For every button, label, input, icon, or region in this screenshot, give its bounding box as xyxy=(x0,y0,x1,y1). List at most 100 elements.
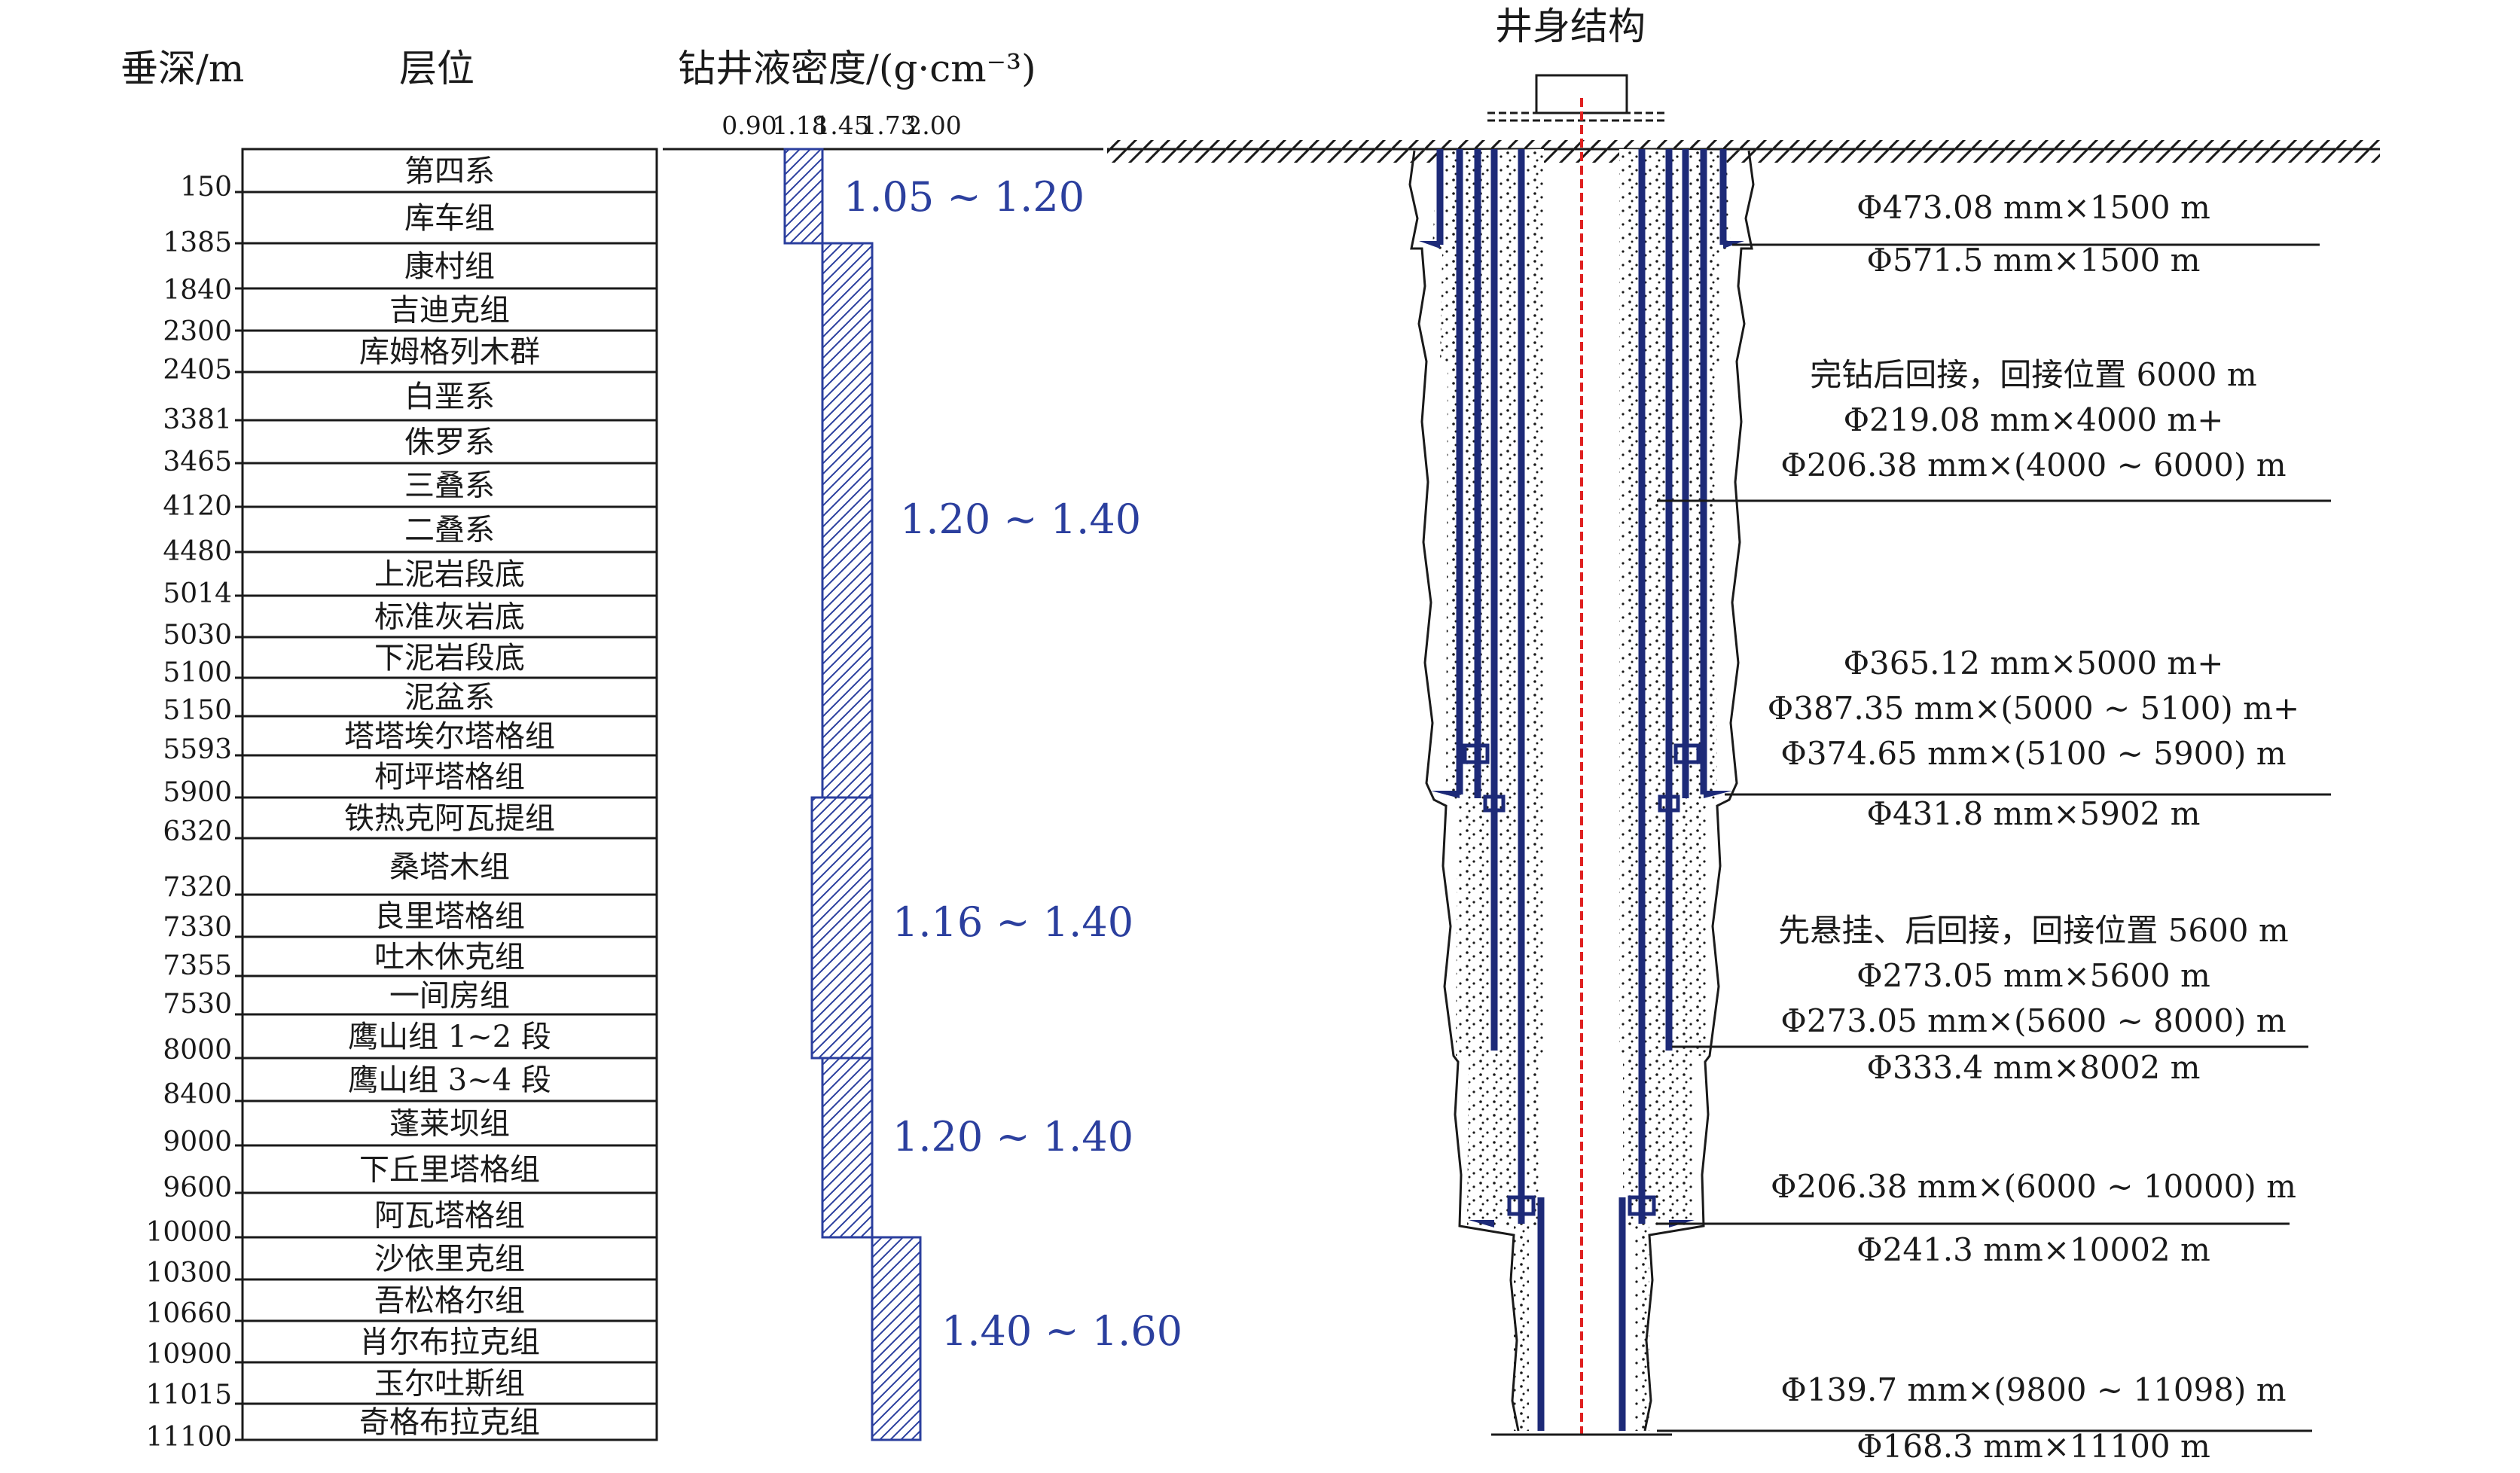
stratum-cell xyxy=(241,191,658,245)
stratum-name: 下丘里塔格组 xyxy=(359,1153,540,1188)
casing-note: Φ374.65 mm×(5100 ~ 5900) m xyxy=(1780,735,2286,772)
stratum-name: 桑塔木组 xyxy=(389,850,510,885)
stratum-cell xyxy=(241,148,658,194)
stratum-name: 玉尔吐斯组 xyxy=(374,1367,525,1401)
stratum-cell xyxy=(241,935,658,977)
well-structure xyxy=(1107,74,2380,1436)
casing-note: Φ241.3 mm×10002 m xyxy=(1856,1231,2210,1268)
depth-label: 5150 xyxy=(163,695,232,726)
depth-label: 1385 xyxy=(163,227,232,258)
stratum-cell xyxy=(241,1236,658,1281)
casing-note: Φ473.08 mm×1500 m xyxy=(1856,189,2210,226)
density-tick-label: 1.45 xyxy=(814,111,869,140)
stratum-cell xyxy=(241,837,658,896)
stratum-name: 吾松格尔组 xyxy=(374,1284,525,1319)
wellhead-icon xyxy=(1535,74,1628,114)
stratum-cell xyxy=(241,462,658,508)
stratum-cell xyxy=(241,1361,658,1405)
stratum-cell xyxy=(241,636,658,679)
depth-label: 5900 xyxy=(163,777,232,808)
stratum-name: 铁热克阿瓦提组 xyxy=(344,801,555,836)
stratum-cell xyxy=(241,550,658,597)
stratum-cell xyxy=(241,419,658,465)
density-bar xyxy=(821,242,874,799)
stratum-name: 肖尔布拉克组 xyxy=(359,1325,540,1360)
stratum-name: 塔塔埃尔塔格组 xyxy=(344,719,555,754)
formation-header: 层位 xyxy=(399,47,474,90)
stratum-name: 鹰山组 1~2 段 xyxy=(348,1020,551,1054)
stratum-name: 下泥岩段底 xyxy=(374,641,525,676)
depth-header: 垂深/m xyxy=(121,47,244,90)
stratum-cell xyxy=(241,796,658,840)
depth-label: 11015 xyxy=(145,1380,232,1410)
depth-label: 10900 xyxy=(145,1339,232,1370)
casing-note: Φ387.35 mm×(5000 ~ 5100) m+ xyxy=(1768,690,2299,727)
density-range-label: 1.16 ~ 1.40 xyxy=(892,898,1133,946)
depth-label: 1840 xyxy=(163,275,232,306)
strata-column: 第四系库车组康村组吉迪克组库姆格列木群白垩系侏罗系三叠系二叠系上泥岩段底标准灰岩… xyxy=(235,148,658,1441)
stratum-name: 第四系 xyxy=(404,154,495,189)
density-tick-label: 0.90 xyxy=(722,111,776,140)
structure-header: 井身结构 xyxy=(1495,5,1646,48)
stratum-name: 蓬莱坝组 xyxy=(389,1107,510,1142)
depth-label: 10660 xyxy=(145,1298,232,1329)
stratum-name: 标准灰岩底 xyxy=(374,600,525,635)
density-tick-label: 1.73 xyxy=(861,111,916,140)
density-range-label: 1.40 ~ 1.60 xyxy=(941,1307,1182,1355)
depth-label: 7320 xyxy=(163,872,232,903)
depth-label: 9000 xyxy=(163,1127,232,1157)
depth-label: 5593 xyxy=(163,734,232,765)
casing-shoes xyxy=(1419,241,1744,1228)
casing-annotations: Φ473.08 mm×1500 m Φ571.5 mm×1500 m 完钻后回接，回… xyxy=(1768,189,2299,1465)
casing-note: Φ333.4 mm×8002 m xyxy=(1867,1049,2201,1086)
stratum-cell xyxy=(241,676,658,718)
stratum-name: 一间房组 xyxy=(389,979,510,1014)
casing-note: Φ273.05 mm×(5600 ~ 8000) m xyxy=(1780,1002,2286,1039)
stratum-name: 吉迪克组 xyxy=(389,293,510,328)
stratum-cell xyxy=(241,329,658,374)
density-bar xyxy=(810,796,874,1060)
depth-label: 10300 xyxy=(145,1258,232,1288)
stratum-name: 柯坪塔格组 xyxy=(374,760,525,794)
density-header: 钻井液密度/(g·cm⁻³) xyxy=(678,47,1036,90)
stratum-name: 沙依里克组 xyxy=(374,1242,525,1276)
casing-note: 完钻后回接，回接位置 6000 m xyxy=(1810,356,2256,393)
stratum-cell xyxy=(241,1144,658,1194)
stratum-name: 鹰山组 3~4 段 xyxy=(348,1063,551,1098)
casing-note: Φ431.8 mm×5902 m xyxy=(1867,795,2201,832)
depth-labels: 1501385184023002405338134654120448050145… xyxy=(145,172,232,1453)
leader-lines xyxy=(1657,243,2331,1432)
depth-label: 2405 xyxy=(163,355,232,386)
stratum-cell xyxy=(241,1013,658,1060)
depth-label: 10000 xyxy=(145,1217,232,1248)
casing-strings xyxy=(1436,149,1727,1431)
stratum-name: 泥盆系 xyxy=(404,681,495,715)
ground-surface xyxy=(1107,140,2380,163)
stratum-cell xyxy=(241,1402,658,1441)
density-bar xyxy=(821,1057,874,1239)
density-range-label: 1.05 ~ 1.20 xyxy=(844,173,1085,221)
stratum-cell xyxy=(241,1057,658,1102)
casing-note: Φ206.38 mm×(4000 ~ 6000) m xyxy=(1780,447,2286,483)
depth-label: 8400 xyxy=(163,1079,232,1110)
depth-label: 6320 xyxy=(163,816,232,847)
stratum-cell xyxy=(241,974,658,1016)
depth-label: 2300 xyxy=(163,316,232,347)
depth-label: 150 xyxy=(180,172,232,203)
density-axis: 0.901.181.451.732.00 xyxy=(663,111,1103,151)
casing-note: Φ139.7 mm×(9800 ~ 11098) m xyxy=(1780,1371,2286,1408)
depth-label: 7355 xyxy=(163,950,232,981)
stratum-cell xyxy=(241,1278,658,1322)
casing-note: Φ571.5 mm×1500 m xyxy=(1867,242,2201,279)
casing-note: 先悬挂、后回接，回接位置 5600 m xyxy=(1778,912,2288,949)
casing-note: Φ206.38 mm×(6000 ~ 10000) m xyxy=(1771,1168,2296,1205)
depth-label: 4120 xyxy=(163,491,232,522)
density-range-label: 1.20 ~ 1.40 xyxy=(892,1113,1133,1160)
stratum-name: 奇格布拉克组 xyxy=(359,1405,540,1440)
depth-label: 11100 xyxy=(145,1422,232,1453)
density-range-label: 1.20 ~ 1.40 xyxy=(900,496,1141,543)
density-bar xyxy=(871,1236,922,1441)
depth-label: 9600 xyxy=(163,1173,232,1203)
stratum-name: 侏罗系 xyxy=(404,425,495,460)
